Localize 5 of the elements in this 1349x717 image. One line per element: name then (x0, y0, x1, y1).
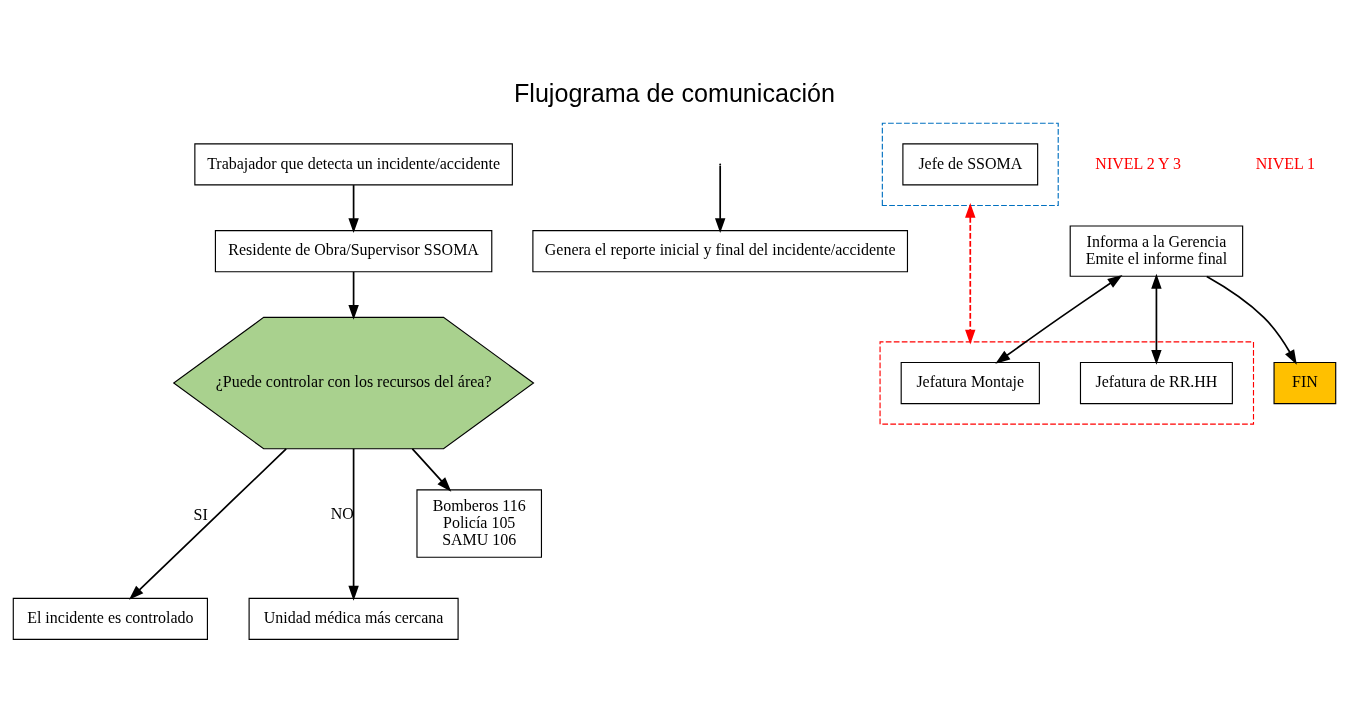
diagram-title: Flujograma de comunicación (513, 79, 836, 108)
label: NIVEL 2 Y 3 (1095, 154, 1181, 172)
edge-label: NO (330, 505, 354, 523)
edge-label: SI (193, 505, 208, 523)
label: NIVEL 1 (1255, 154, 1316, 172)
